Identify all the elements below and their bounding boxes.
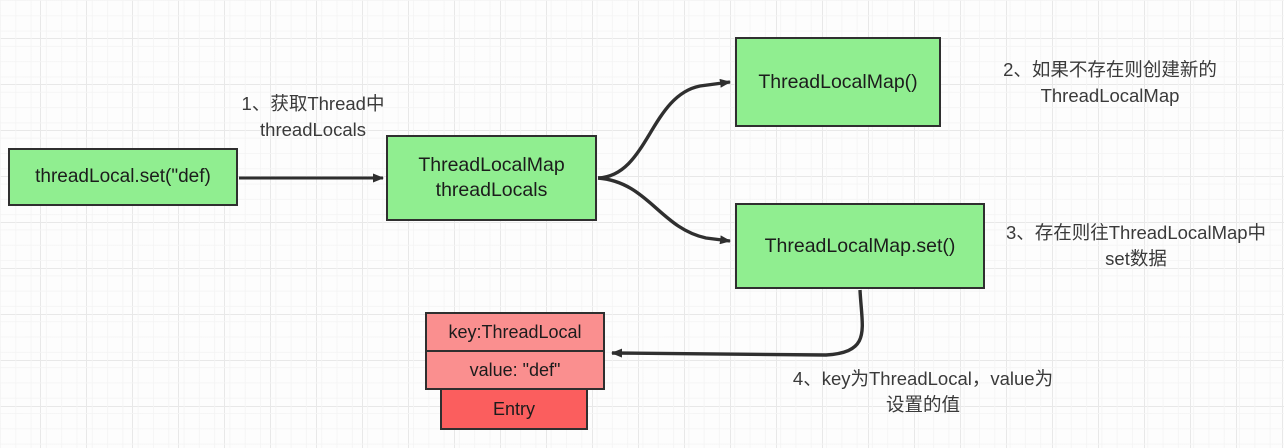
entry-row-key[interactable]: key:ThreadLocal <box>425 312 605 352</box>
entry-row-label[interactable]: Entry <box>440 388 588 430</box>
node-threadlocalmap-set[interactable]: ThreadLocalMap.set() <box>735 203 985 289</box>
node-threadlocalmap-constructor[interactable]: ThreadLocalMap() <box>735 37 941 127</box>
entry-row-value[interactable]: value: "def" <box>425 350 605 390</box>
arrow-map-set-to-entry <box>611 289 864 358</box>
annotation-step-2: 2、如果不存在则创建新的 ThreadLocalMap <box>1003 59 1217 107</box>
annotation-step-3: 3、存在则往ThreadLocalMap中 set数据 <box>1005 222 1267 270</box>
arrow-threadlocals-to-map-set <box>597 176 731 245</box>
entry-table: key:ThreadLocal value: "def" Entry <box>425 312 605 430</box>
arrow-threadlocals-to-new-map <box>597 78 731 180</box>
node-threadlocal-set-call[interactable]: threadLocal.set("def) <box>8 148 238 206</box>
annotation-step-4: 4、key为ThreadLocal，value为 设置的值 <box>792 368 1054 416</box>
annotation-step-1: 1、获取Thread中 threadLocals <box>241 93 385 141</box>
node-threadlocalmap-threadlocals[interactable]: ThreadLocalMap threadLocals <box>386 135 597 221</box>
